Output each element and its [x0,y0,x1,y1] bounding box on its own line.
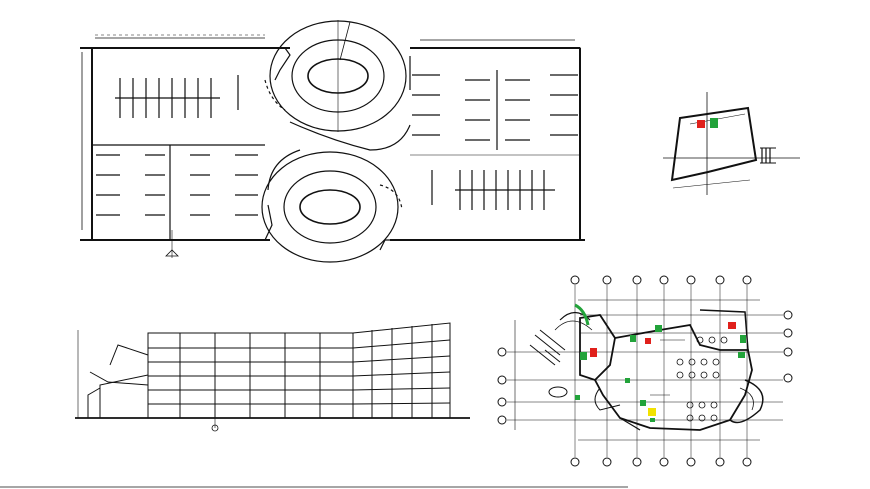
parking-floor-plan [80,20,585,263]
office-floor-plan [497,275,793,467]
building-elevation [75,322,470,432]
site-key-plan [663,92,800,195]
